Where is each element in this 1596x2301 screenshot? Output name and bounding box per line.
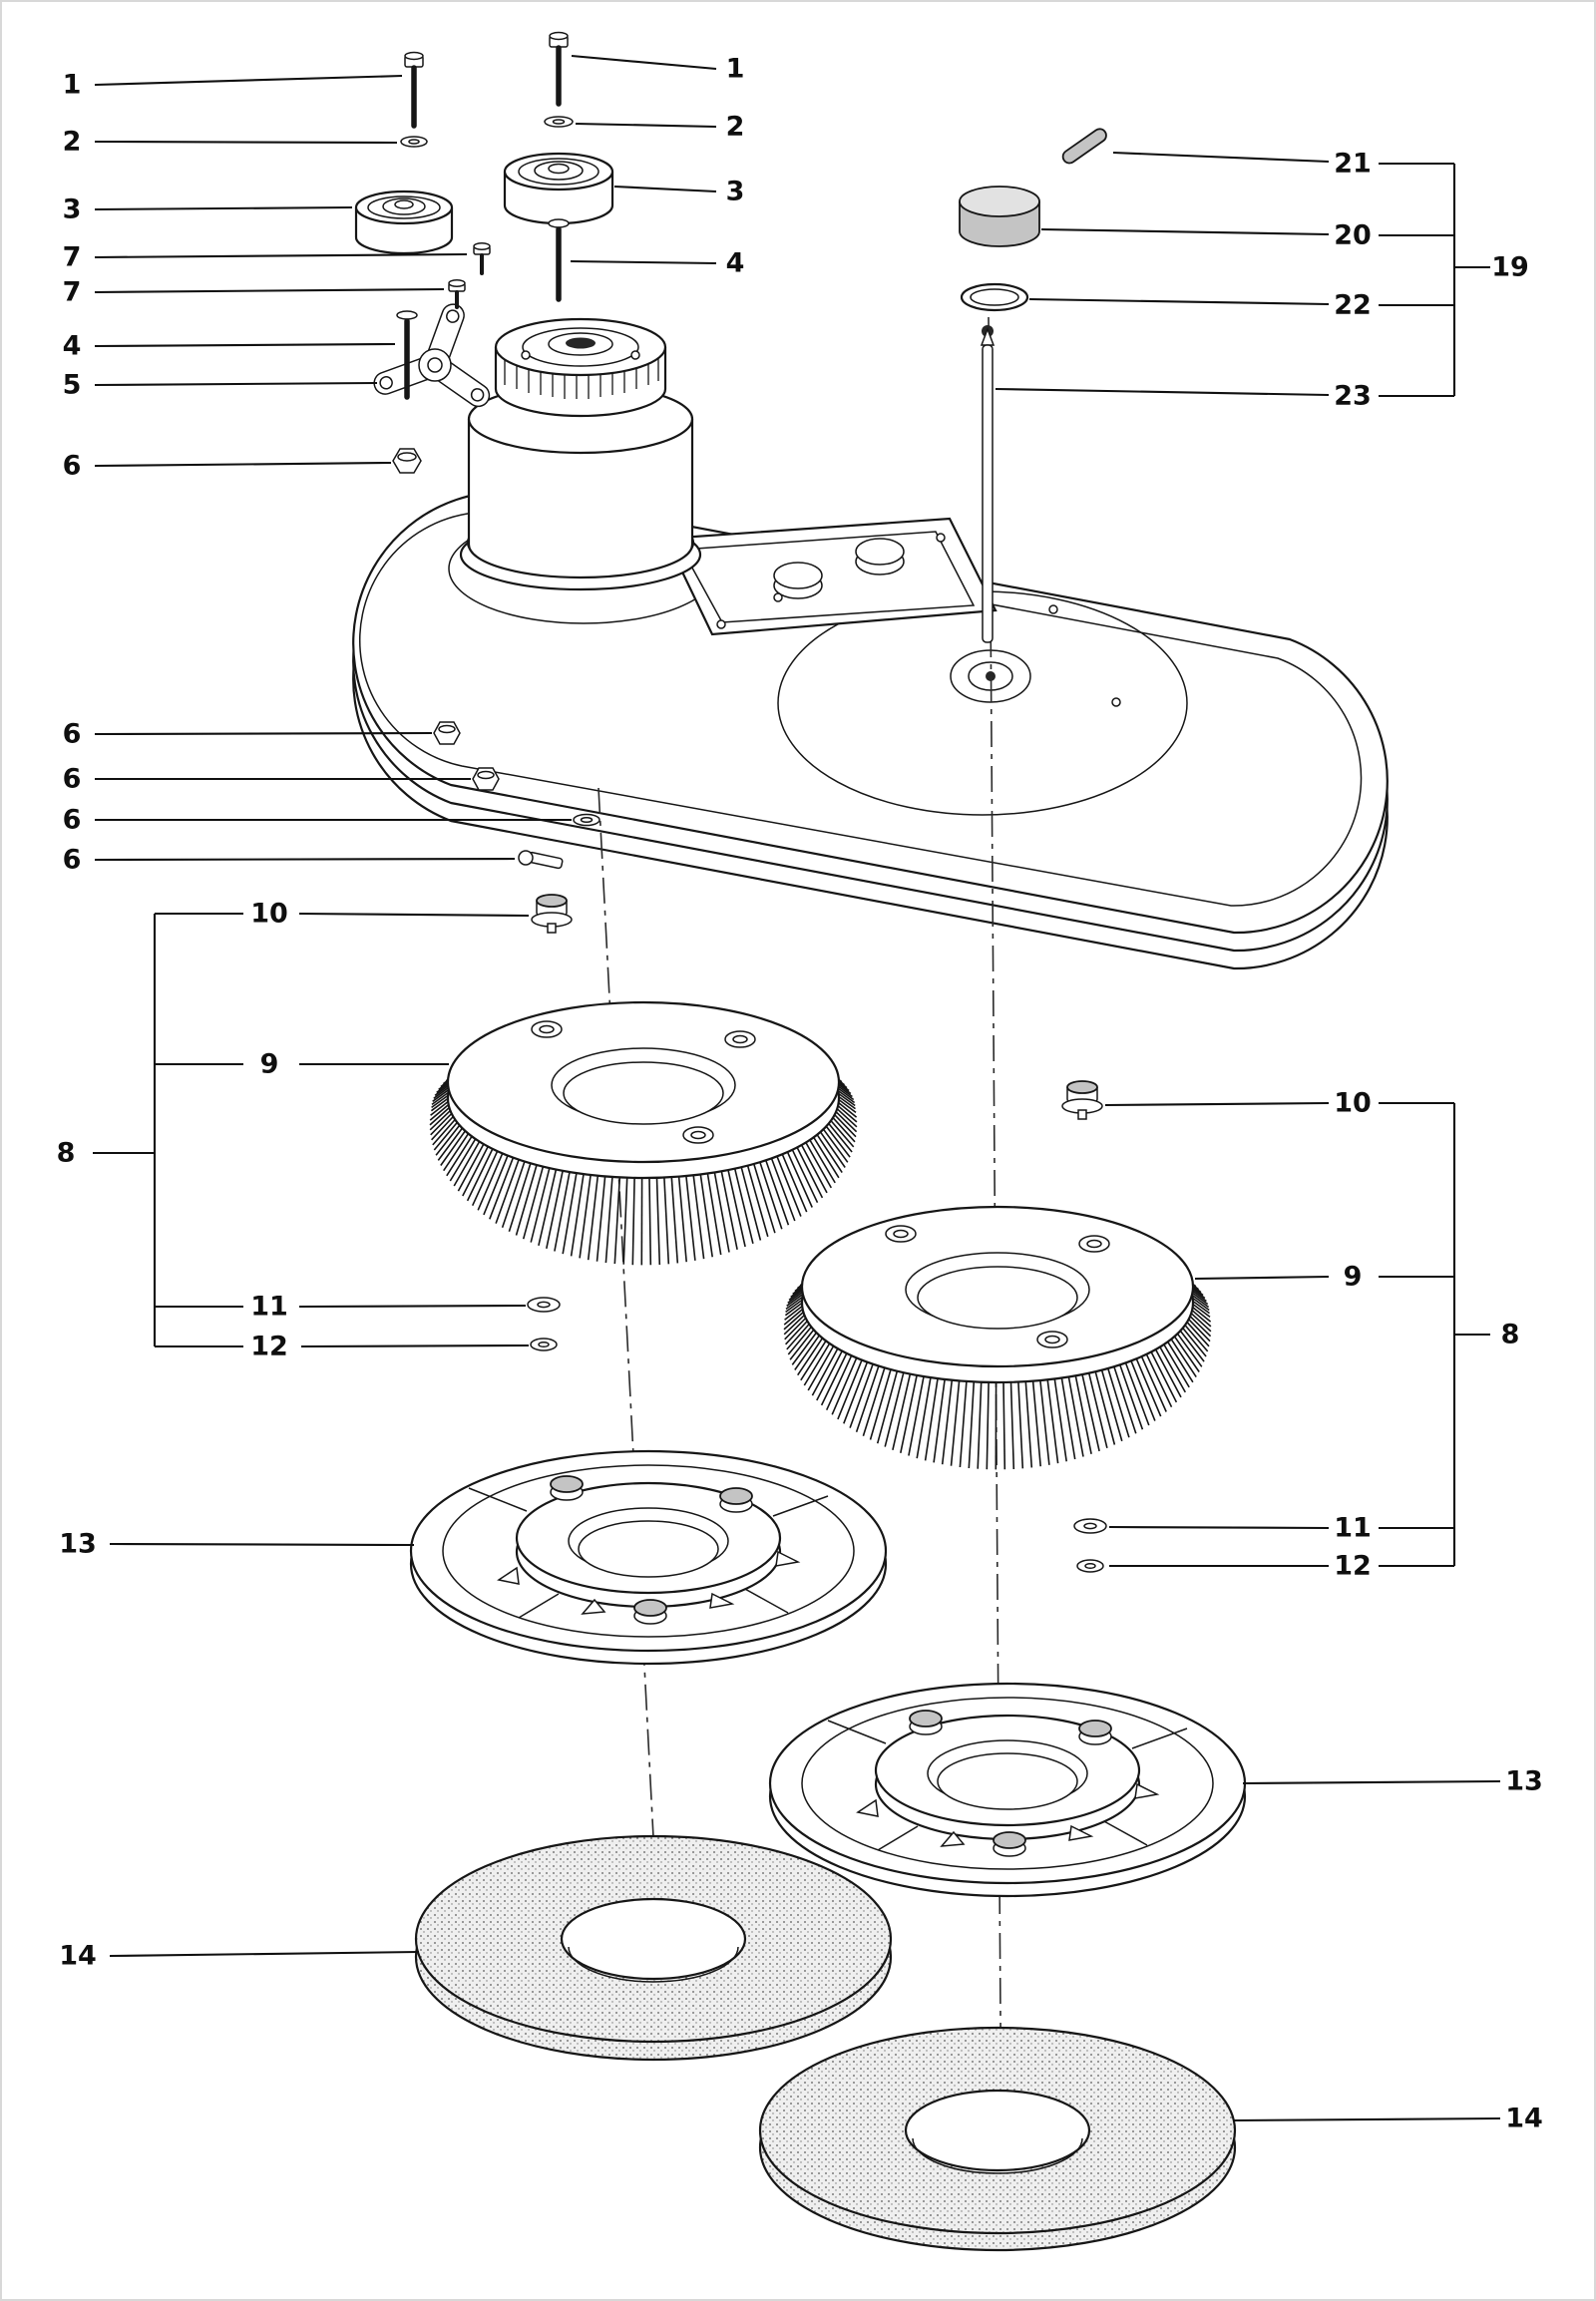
screw-part-1-left: [404, 51, 424, 129]
callout-8-left: 8: [56, 1137, 76, 1169]
callout-12-left: 12: [250, 1331, 288, 1362]
callout-6-a: 6: [62, 718, 82, 750]
callout-10-right: 10: [1334, 1087, 1372, 1119]
callout-19: 19: [1491, 251, 1529, 283]
pad-left: [414, 1834, 893, 2062]
washer-part-6-c: [573, 813, 600, 827]
washer-12-left: [530, 1338, 558, 1351]
rod-part-23: [980, 325, 996, 643]
brush-right: [783, 1205, 1212, 1470]
callout-10-left: 10: [250, 898, 288, 930]
brush-left: [429, 1000, 858, 1266]
center-axis-left: [598, 787, 662, 1991]
cap-part-20: [959, 186, 1040, 247]
callout-13-left: 13: [59, 1528, 97, 1560]
callout-21: 21: [1334, 148, 1372, 180]
washer-12-right: [1076, 1559, 1104, 1573]
leader-lines: [93, 54, 1501, 2122]
callout-1-right: 1: [725, 53, 745, 85]
nut-part-6-a: [433, 721, 461, 745]
pin-part-21: [1061, 128, 1107, 165]
deck-housing: [352, 490, 1389, 970]
callout-23: 23: [1334, 380, 1372, 412]
callout-14-left: 14: [59, 1940, 97, 1972]
callout-13-right: 13: [1505, 1765, 1543, 1797]
pad-right: [758, 2026, 1237, 2252]
callout-6-c: 6: [62, 804, 82, 836]
screw-part-4-left: [396, 310, 418, 400]
callout-9-right: 9: [1343, 1261, 1363, 1293]
bolt-part-6-d: [518, 850, 564, 870]
screw-part-7-b: [448, 279, 466, 309]
oring-part-22: [960, 282, 1029, 312]
washer-11-right: [1073, 1518, 1107, 1534]
callout-11-left: 11: [250, 1291, 288, 1323]
callout-20: 20: [1334, 219, 1372, 251]
washer-11-left: [527, 1297, 561, 1313]
mount-bracket: [373, 303, 491, 408]
brush-bristles-right: [783, 1260, 1212, 1470]
callout-14-right: 14: [1505, 2103, 1543, 2134]
callout-7-b: 7: [62, 276, 82, 308]
callout-3-left: 3: [62, 193, 82, 225]
washer-part-2-left: [400, 136, 428, 148]
callout-2-left: 2: [62, 126, 82, 158]
callout-6-top: 6: [62, 450, 82, 482]
callout-4-left: 4: [62, 330, 82, 362]
roller-part-3-right: [503, 152, 614, 225]
brush-screw-10-right: [1061, 1080, 1103, 1120]
screw-part-4-right: [548, 218, 570, 302]
callout-22: 22: [1334, 289, 1372, 321]
screw-part-1-right: [549, 31, 569, 107]
callout-6-b: 6: [62, 763, 82, 795]
callout-4-right: 4: [725, 247, 745, 279]
pad-driver-left: [409, 1449, 888, 1666]
callout-6-d: 6: [62, 844, 82, 876]
callout-1-left: 1: [62, 69, 82, 101]
callout-8-right: 8: [1500, 1319, 1520, 1350]
nut-part-6-b: [472, 767, 500, 791]
motor-assembly: [459, 317, 702, 591]
callout-7-a: 7: [62, 241, 82, 273]
callout-5: 5: [62, 369, 82, 401]
callout-11-right: 11: [1334, 1512, 1372, 1544]
callout-12-right: 12: [1334, 1550, 1372, 1582]
callout-3-right: 3: [725, 176, 745, 207]
roller-part-3-left: [354, 190, 454, 255]
pad-driver-right: [768, 1682, 1247, 1898]
callout-9-left: 9: [259, 1048, 279, 1080]
washer-part-2-right: [544, 116, 574, 128]
callout-2-right: 2: [725, 111, 745, 143]
brush-screw-10-left: [531, 894, 573, 934]
screw-part-7-a: [473, 242, 491, 275]
nut-part-6-top: [392, 448, 422, 474]
